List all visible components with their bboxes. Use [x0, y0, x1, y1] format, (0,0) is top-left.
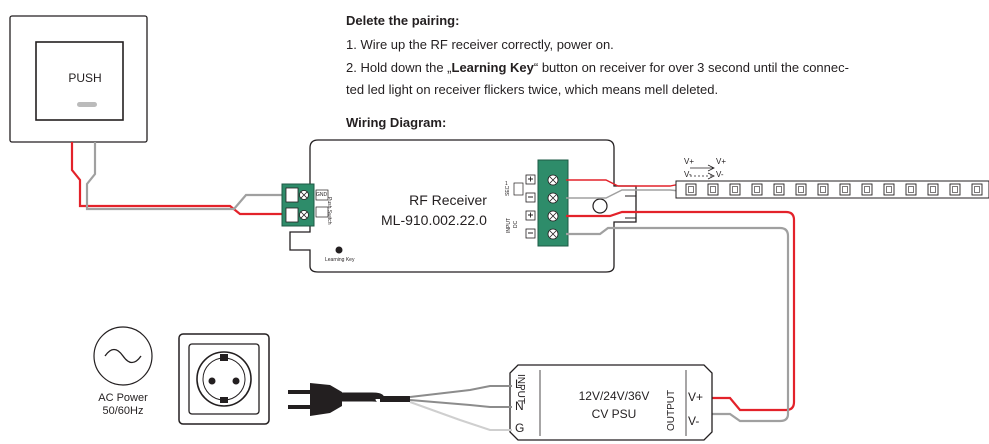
wiring-diagram-heading: Wiring Diagram:	[346, 115, 447, 130]
led-chip-inner	[908, 186, 914, 193]
receiver-model: ML-910.002.22.0	[381, 212, 487, 228]
strip-vminus-label: V-	[684, 170, 692, 179]
mains-wires	[409, 385, 512, 431]
led-chip-inner	[776, 186, 782, 193]
push-switch-label: Push Switch	[326, 197, 332, 225]
strip-vminus-target: V-	[716, 170, 724, 179]
led-chip	[817, 183, 829, 196]
strip-vplus-target: V+	[716, 157, 727, 166]
psu-subtitle: CV PSU	[591, 407, 637, 421]
led-chip-inner	[732, 186, 738, 193]
led-chip	[861, 183, 873, 196]
led-chip-inner	[974, 186, 980, 193]
led-chip	[795, 183, 807, 196]
push-label: PUSH	[68, 71, 101, 85]
receiver-dc-label: DC	[513, 220, 519, 228]
mains-plug	[288, 383, 410, 416]
ac-power-symbol	[93, 326, 153, 386]
led-chip-inner	[754, 186, 760, 193]
push-switch: PUSH	[9, 15, 148, 143]
led-chip	[839, 183, 851, 196]
psu-input-label: INPUT	[515, 374, 526, 404]
led-chip-inner	[952, 186, 958, 193]
psu-l-label: L	[515, 377, 522, 391]
push-switch-indicator	[77, 102, 97, 107]
receiver-input-label: INPUT	[506, 218, 512, 233]
learning-key-emphasis: Learning Key	[451, 60, 534, 75]
channel-label: 1	[505, 181, 508, 187]
step-2-continued: ted led light on receiver flickers twice…	[346, 82, 719, 97]
psu	[509, 364, 713, 441]
led-chip	[971, 183, 983, 196]
sec-label: SEC	[505, 185, 511, 196]
led-chip	[729, 183, 741, 196]
learning-key-label: Learning Key	[325, 257, 355, 263]
led-chip-inner	[688, 186, 694, 193]
led-chip	[707, 183, 719, 196]
psu-title: 12V/24V/36V	[578, 389, 650, 403]
led-chip	[905, 183, 917, 196]
psu-vminus-label: V-	[688, 414, 700, 428]
led-chip	[949, 183, 961, 196]
psu-g-label: G	[515, 421, 525, 435]
psu-n-label: N	[515, 399, 524, 413]
led-chip-inner	[710, 186, 716, 193]
wall-socket	[178, 333, 270, 425]
learning-key-button[interactable]	[335, 246, 343, 254]
led-chip	[773, 183, 785, 196]
delete-pairing-heading: Delete the pairing:	[346, 13, 460, 28]
led-chip	[751, 183, 763, 196]
led-chip-inner	[864, 186, 870, 193]
led-chip-inner	[886, 186, 892, 193]
led-chip	[883, 183, 895, 196]
rf-receiver	[281, 139, 637, 273]
led-strip	[675, 180, 989, 199]
led-chip	[927, 183, 939, 196]
gnd-label: GND	[316, 192, 328, 198]
strip-vplus-label: V+	[684, 157, 695, 166]
psu-vplus-label: V+	[688, 390, 704, 404]
led-chip-inner	[798, 186, 804, 193]
receiver-title: RF Receiver	[409, 192, 487, 208]
led-chip	[685, 183, 697, 196]
push-switch-wires	[70, 142, 288, 216]
psu-output-wires	[566, 210, 796, 423]
led-chip-inner	[930, 186, 936, 193]
psu-output-label: OUTPUT	[666, 389, 677, 431]
step-1: 1. Wire up the RF receiver correctly, po…	[346, 37, 614, 52]
led-chip-inner	[842, 186, 848, 193]
step-2: 2. Hold down the „Learning Key“ button o…	[346, 60, 849, 75]
led-chip-inner	[820, 186, 826, 193]
